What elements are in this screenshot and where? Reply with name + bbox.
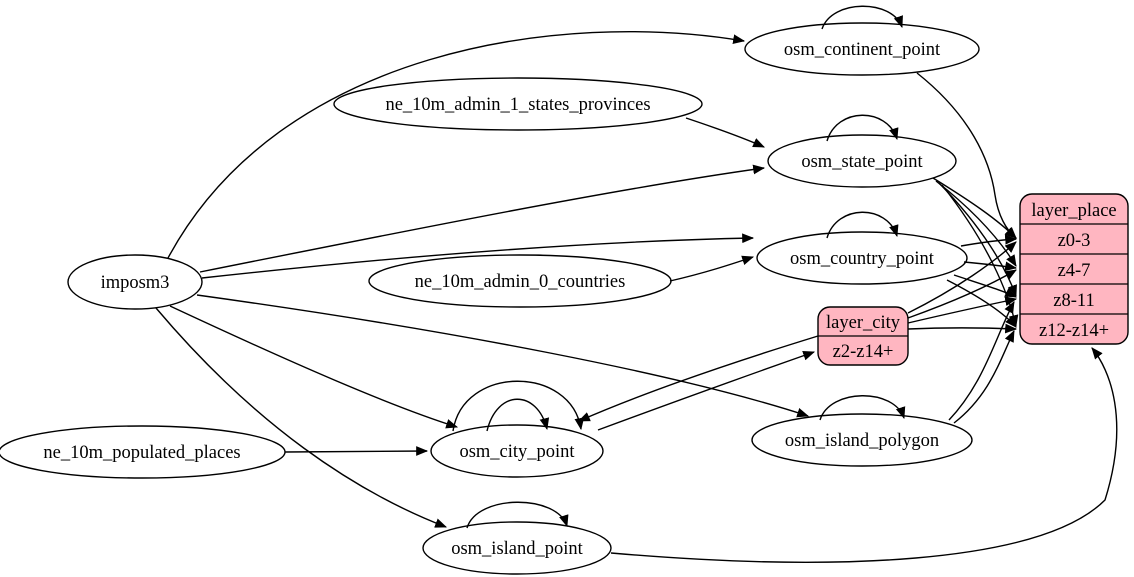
edge-osm_continent_point-to-layer_place-z0-3: [916, 72, 1017, 239]
node-osm_continent_point: [744, 22, 980, 76]
record-node-layer_place: [1019, 193, 1129, 345]
edge-imposm3-to-osm_continent_point: [167, 30, 746, 259]
record-field-layer_place-z8-11: z8-11: [1053, 291, 1094, 311]
edge-ne_10m_populated_places-to-osm_city_point: [284, 446, 429, 456]
node-osm_country_point: [756, 231, 968, 285]
edge-imposm3-to-osm_state_point: [199, 164, 766, 273]
edge-ne_10m_admin_0_countries-to-osm_country_point: [669, 255, 755, 282]
node-osm_island_polygon: [751, 413, 973, 467]
self-loop-edge-osm_country_point-0: [826, 211, 899, 239]
node-label-osm_continent_point: osm_continent_point: [784, 40, 941, 60]
edge-osm_island_polygon-to-layer_place-z12-z14+: [953, 330, 1015, 424]
edge-layer_city-to-osm_city_point: [578, 335, 819, 422]
node-label-ne_10m_admin_1_states_provinces: ne_10m_admin_1_states_provinces: [385, 95, 650, 115]
self-loop-edge-osm_island_point-0: [466, 501, 569, 529]
edge-imposm3-to-osm_island_polygon: [196, 294, 810, 418]
edge-ne_10m_admin_1_states_provinces-to-osm_state_point: [685, 117, 765, 148]
self-loop-edge-osm_city_point-0: [486, 398, 550, 432]
node-imposm3: [67, 254, 203, 310]
node-label-ne_10m_admin_0_countries: ne_10m_admin_0_countries: [415, 272, 626, 292]
edge-layer_city-to-layer_place-z8-11: [907, 296, 1018, 324]
node-ne_10m_admin_1_states_provinces: [333, 77, 703, 131]
edge-osm_state_point-to-layer_place-z8-11: [938, 182, 1017, 298]
self-loop-edge-osm_continent_point-0: [821, 5, 903, 30]
edge-osm_city_point-to-layer_city-z2-z14+: [597, 350, 816, 431]
record-title-layer_place: layer_place: [1031, 201, 1116, 221]
node-osm_city_point: [430, 424, 604, 478]
edge-imposm3-to-osm_island_point: [155, 307, 448, 528]
edge-osm_country_point-to-layer_place-z0-3: [960, 234, 1018, 247]
edge-osm_island_point-to-layer_place-z12-z14+: [610, 347, 1118, 563]
node-osm_island_point: [422, 521, 612, 575]
edge-layer_city-to-layer_place-z4-7: [907, 269, 1017, 319]
edge-osm_island_polygon-to-layer_place-z8-11: [948, 301, 1015, 421]
node-label-ne_10m_populated_places: ne_10m_populated_places: [43, 443, 240, 463]
node-label-osm_country_point: osm_country_point: [790, 249, 935, 269]
edge-osm_country_point-to-layer_place-z8-11: [953, 274, 1017, 298]
self-loop-edge-osm_city_point-1: [452, 380, 585, 432]
edge-layer_city-to-layer_place-z12-z14+: [907, 323, 1018, 334]
record-field-layer_place-z4-7: z4-7: [1058, 261, 1091, 281]
node-label-osm_city_point: osm_city_point: [459, 442, 575, 462]
node-label-osm_island_point: osm_island_point: [451, 539, 583, 559]
edge-osm_state_point-to-layer_place-z0-3: [932, 177, 1017, 239]
edge-osm_state_point-to-layer_place-z4-7: [935, 180, 1017, 267]
record-title-layer_city: layer_city: [826, 313, 901, 333]
node-label-imposm3: imposm3: [101, 273, 170, 293]
edge-imposm3-to-osm_country_point: [201, 233, 755, 279]
self-loop-edge-osm_island_polygon-0: [819, 395, 906, 421]
edge-layer_city-to-layer_place-z0-3: [907, 241, 1017, 314]
record-field-layer_city-z2-z14+: z2-z14+: [833, 342, 894, 362]
self-loop-edge-osm_state_point-0: [826, 114, 899, 142]
node-osm_state_point: [767, 134, 957, 188]
record-field-layer_place-z12-z14+: z12-z14+: [1039, 321, 1109, 341]
record-field-layer_place-z0-3: z0-3: [1058, 231, 1091, 251]
edge-osm_country_point-to-layer_place-z4-7: [963, 261, 1018, 272]
node-label-osm_state_point: osm_state_point: [801, 152, 923, 172]
node-label-osm_island_polygon: osm_island_polygon: [785, 431, 939, 451]
edge-imposm3-to-osm_city_point: [169, 305, 459, 429]
